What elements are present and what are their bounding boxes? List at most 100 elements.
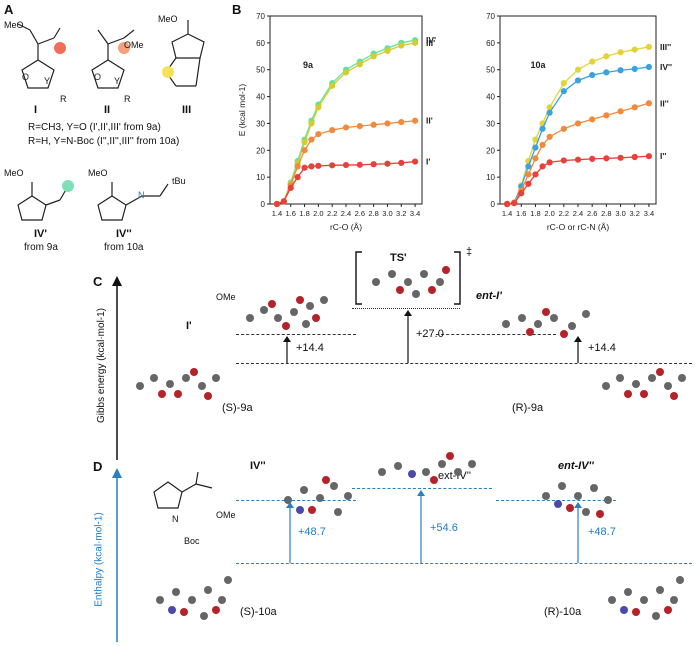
data-point: [384, 47, 391, 55]
x-tick-label: 3.2: [630, 209, 640, 218]
data-point: [645, 100, 653, 107]
svg-text:O: O: [22, 72, 29, 82]
y-tick-label: 0: [261, 200, 266, 209]
data-point: [532, 155, 539, 162]
data-point: [511, 200, 518, 207]
x-tick-label: 3.4: [410, 209, 420, 218]
value-d-left: +48.7: [298, 526, 326, 538]
x-tick-label: 2.6: [355, 209, 365, 218]
value-c-right: +14.4: [588, 342, 616, 354]
series-label: IV': [426, 35, 436, 45]
series-label: III'': [660, 42, 671, 52]
y-tick-label: 30: [486, 119, 495, 128]
label-ivpp: IV'': [250, 460, 266, 472]
level-ivpp-line: [236, 500, 356, 501]
y-tick-label: 10: [486, 173, 495, 182]
data-point: [329, 82, 336, 89]
n-label-d: N: [172, 514, 179, 524]
data-point: [617, 154, 624, 161]
data-point: [315, 131, 322, 138]
data-point: [539, 163, 546, 170]
molecule-ivpp: [284, 476, 352, 516]
x-tick-label: 2.8: [601, 209, 611, 218]
data-point: [294, 163, 301, 170]
data-point: [574, 77, 582, 84]
x-tick-label: 2.2: [559, 209, 569, 218]
data-point: [280, 198, 287, 205]
data-point: [315, 104, 322, 111]
data-point: [370, 121, 377, 128]
molecule-ent-ivpp: [542, 482, 612, 518]
arrow-d-left: [286, 502, 294, 563]
level-enti-line: [436, 334, 556, 335]
level-ext-line: [352, 488, 492, 489]
x-tick-label: 2.0: [544, 209, 554, 218]
struct-ivp-label: IV': [34, 228, 48, 240]
y-label-ii: Y: [114, 76, 121, 86]
molecule-ent-i: [502, 308, 590, 338]
struct-i-label: I: [34, 104, 38, 116]
panel-d-letter: D: [93, 459, 103, 474]
ome-label-c: OMe: [216, 292, 236, 302]
data-point: [631, 104, 638, 111]
meo-label-iii: MeO: [158, 14, 178, 24]
data-point: [411, 158, 419, 165]
y-tick-label: 40: [256, 93, 265, 102]
label-ent-i: ent-I': [476, 290, 502, 302]
y-tick-label: 20: [486, 146, 495, 155]
gibbs-axis-arrow: [112, 276, 122, 460]
label-r10a: (R)-10a: [544, 606, 582, 618]
tbu-label: tBu: [172, 176, 186, 186]
legend-line-1: R=CH3, Y=O (I',II',III' from 9a): [28, 122, 161, 133]
arrow-d-right: [574, 502, 582, 563]
y-tick-label: 30: [256, 119, 265, 128]
series-label: I'': [660, 151, 666, 161]
data-point: [589, 71, 596, 79]
x-tick-label: 1.6: [286, 209, 296, 218]
data-point: [308, 163, 315, 170]
data-point: [398, 42, 405, 49]
data-point: [560, 125, 567, 132]
n-label-ivpp: N: [138, 190, 145, 200]
series-label: II': [426, 116, 433, 126]
series-label: IV'': [660, 62, 672, 72]
level-ts-line: [352, 308, 460, 309]
x-tick-label: 3.0: [382, 209, 392, 218]
data-point: [631, 153, 638, 161]
data-point: [525, 163, 532, 170]
ts-label: TS': [390, 252, 407, 264]
data-point: [631, 46, 638, 53]
enthalpy-axis-arrow: [112, 468, 122, 642]
data-point: [384, 160, 391, 167]
panel-c-letter: C: [93, 274, 103, 289]
x-tick-label: 2.2: [327, 209, 337, 218]
molecule-r10a: [608, 576, 684, 620]
data-point: [539, 125, 546, 132]
data-point: [546, 109, 553, 116]
data-point: [356, 123, 363, 130]
x-tick-label: 3.0: [615, 209, 625, 218]
data-point: [273, 200, 281, 208]
molecule-i: [246, 296, 328, 330]
x-tick-label: 2.6: [587, 209, 597, 218]
data-point: [315, 162, 322, 169]
from-9a-label: from 9a: [24, 242, 58, 253]
value-d-right: +48.7: [588, 526, 616, 538]
data-point: [342, 161, 350, 169]
x-tick-label: 1.8: [299, 209, 309, 218]
data-point: [560, 80, 567, 87]
data-point: [603, 112, 610, 119]
data-point: [329, 162, 336, 169]
y-tick-label: 50: [486, 66, 495, 75]
x-tick-label: 1.4: [272, 209, 282, 218]
label-r9a: (R)-9a: [512, 402, 544, 414]
from-10a-label: from 10a: [104, 242, 144, 253]
chart-title: 9a: [303, 60, 314, 70]
data-point: [503, 200, 511, 208]
data-point: [411, 39, 419, 46]
data-point: [370, 161, 377, 168]
molecule-ext: [378, 452, 476, 484]
value-d-mid: +54.6: [430, 522, 458, 534]
label-ent-ivpp: ent-IV'': [558, 460, 594, 472]
molecule-r9a: [602, 368, 686, 400]
